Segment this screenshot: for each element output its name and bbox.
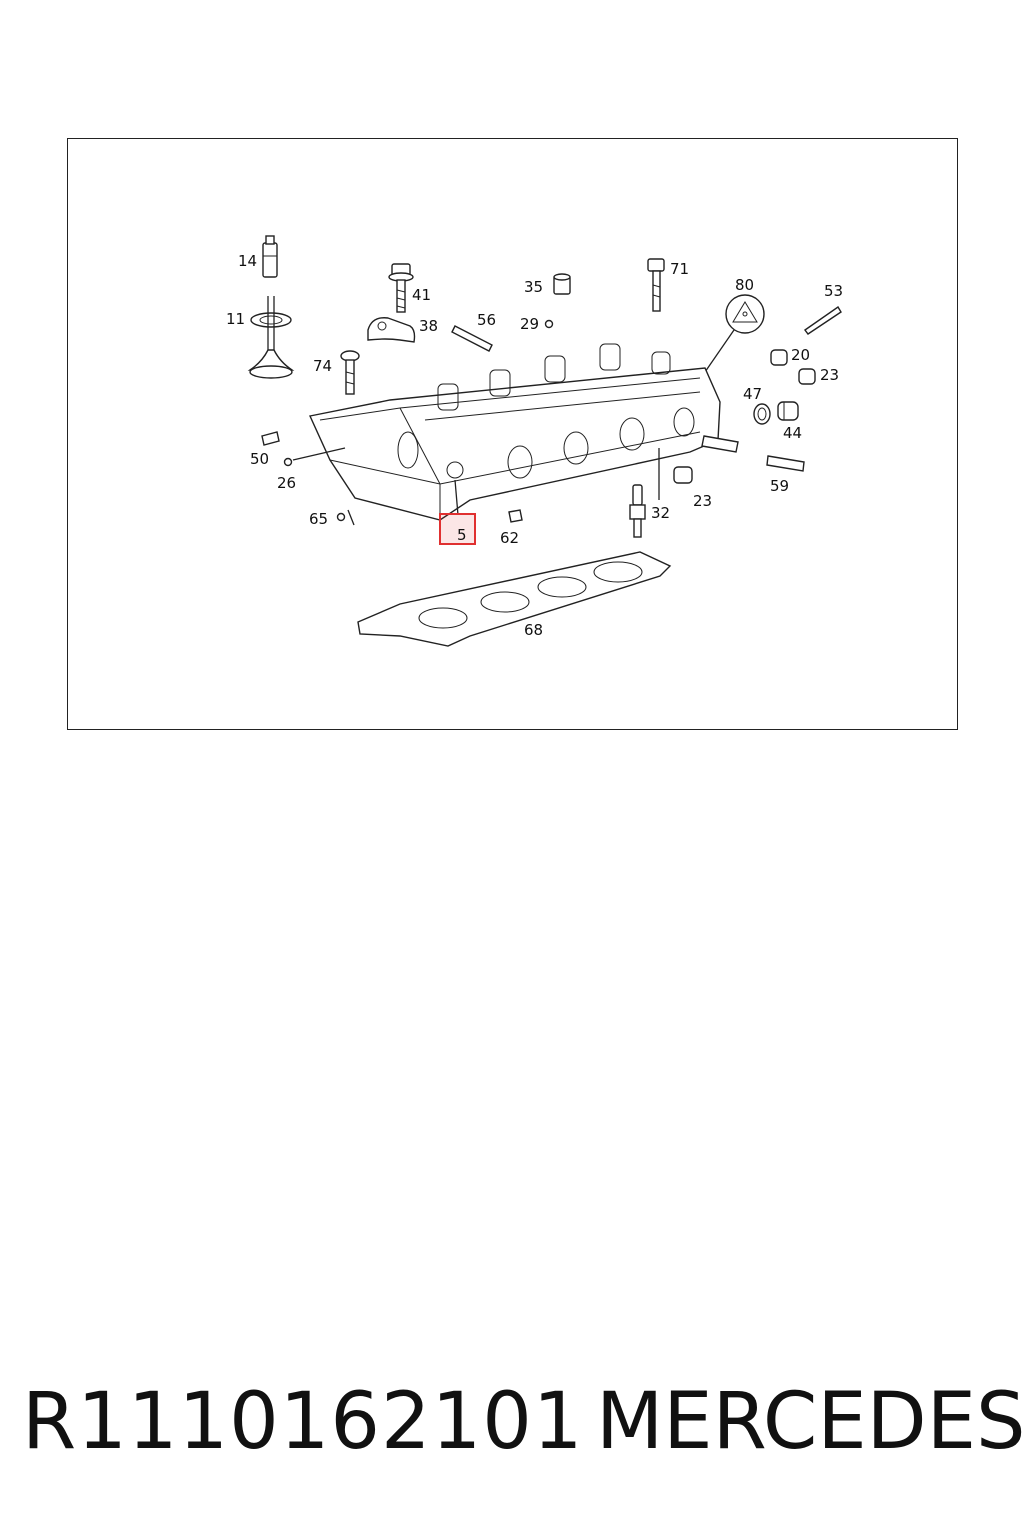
callout-38: 38 [419,317,438,335]
cylinder-head[interactable] [308,343,739,521]
part-23-plug-lower[interactable] [673,466,693,484]
part-50-sleeve[interactable] [261,431,280,446]
callout-29: 29 [520,315,539,333]
callout-11: 11 [226,310,245,328]
callout-26: 26 [277,474,296,492]
callout-71: 71 [670,260,689,278]
callout-44: 44 [783,424,802,442]
part-32-glow-plug[interactable] [629,484,646,538]
callout-56: 56 [477,311,496,329]
footer: R1110162101 MERCEDES [0,1372,1024,1472]
callout-74: 74 [313,357,332,375]
part-44-plug[interactable] [777,401,799,421]
part-53-stud[interactable] [804,305,842,335]
part-59-stud[interactable] [766,455,805,472]
part-68-head-gasket[interactable] [357,551,672,647]
part-71-bolt[interactable] [647,258,665,312]
callout-41: 41 [412,286,431,304]
part-41-bolt[interactable] [388,263,414,313]
part-35-plug[interactable] [553,273,571,295]
part-65-ring[interactable] [336,512,346,522]
exploded-parts-diagram: 14 41 35 71 80 53 11 38 56 29 20 23 74 4… [226,235,843,647]
part-number: R1110162101 [22,1377,584,1467]
callout-23-lower: 23 [693,492,712,510]
callout-47: 47 [743,385,762,403]
callout-62: 62 [500,529,519,547]
callout-20: 20 [791,346,810,364]
part-23-plug-upper[interactable] [798,368,816,385]
callout-50: 50 [250,450,269,468]
callout-68: 68 [524,621,543,639]
callout-23-upper: 23 [820,366,839,384]
part-14-tappet[interactable] [262,235,278,278]
part-80-cover-plate[interactable] [704,294,765,373]
callout-53: 53 [824,282,843,300]
callout-35: 35 [524,278,543,296]
part-11-valve[interactable] [247,296,295,379]
callout-32: 32 [651,504,670,522]
callout-5[interactable]: 5 [457,526,467,544]
callout-59: 59 [770,477,789,495]
part-20-plug[interactable] [770,349,788,366]
highlight-part-5 [439,513,476,545]
brand-name: MERCEDES [596,1377,1024,1467]
part-47-seal[interactable] [753,403,771,425]
part-29-ring[interactable] [544,319,554,329]
callout-14: 14 [238,252,257,270]
part-56-stud[interactable] [451,325,493,352]
part-62-sleeve[interactable] [508,509,523,523]
callout-80: 80 [735,276,754,294]
part-26-ring[interactable] [283,457,293,467]
callout-65: 65 [309,510,328,528]
part-74-bolt[interactable] [340,350,360,395]
part-38-rocker-arm[interactable] [367,317,416,343]
